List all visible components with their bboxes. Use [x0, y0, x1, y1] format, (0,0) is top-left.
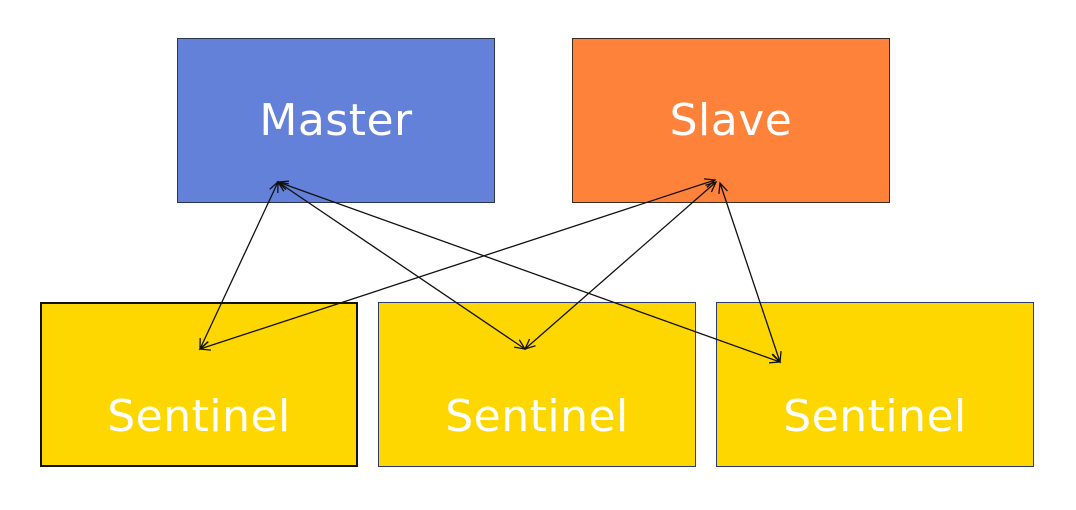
- sentinel-node-1: Sentinel: [40, 302, 358, 467]
- slave-node: Slave: [572, 38, 890, 203]
- master-node: Master: [177, 38, 495, 203]
- sentinel-1-label: Sentinel: [107, 391, 291, 442]
- sentinel-node-2: Sentinel: [378, 302, 696, 467]
- sentinel-3-label: Sentinel: [783, 391, 967, 442]
- sentinel-node-3: Sentinel: [716, 302, 1034, 467]
- master-label: Master: [259, 95, 413, 146]
- slave-label: Slave: [669, 95, 793, 146]
- sentinel-2-label: Sentinel: [445, 391, 629, 442]
